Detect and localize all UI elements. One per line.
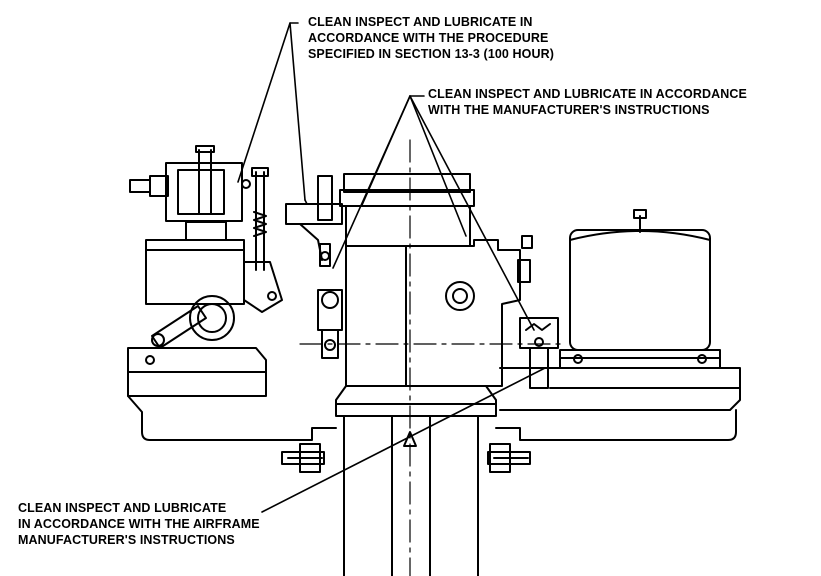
callout-top-line-3: SPECIFIED IN SECTION 13-3 (100 HOUR) bbox=[308, 47, 555, 61]
left-assembly bbox=[127, 145, 283, 397]
callout-bottom-line-1: CLEAN INSPECT AND LUBRICATE bbox=[18, 501, 227, 515]
base-flange bbox=[127, 395, 737, 473]
callout-top-line-1: CLEAN INSPECT AND LUBRICATE IN bbox=[308, 15, 533, 29]
callout-bottom-line-3: MANUFACTURER'S INSTRUCTIONS bbox=[18, 533, 235, 547]
callout-airframe-manufacturer-instructions: CLEAN INSPECT AND LUBRICATE IN ACCORDANC… bbox=[18, 500, 260, 548]
callout-right-line-1: CLEAN INSPECT AND LUBRICATE IN ACCORDANC… bbox=[428, 87, 747, 101]
right-assembly bbox=[499, 209, 741, 411]
callout-manufacturer-instructions: CLEAN INSPECT AND LUBRICATE IN ACCORDANC… bbox=[428, 86, 747, 118]
callout-bottom-line-2: IN ACCORDANCE WITH THE AIRFRAME bbox=[18, 517, 260, 531]
center-body bbox=[285, 139, 561, 576]
leader-lines bbox=[237, 22, 546, 513]
callout-right-line-2: WITH THE MANUFACTURER'S INSTRUCTIONS bbox=[428, 103, 710, 117]
callout-100-hour-procedure: CLEAN INSPECT AND LUBRICATE IN ACCORDANC… bbox=[308, 14, 554, 62]
callout-top-line-2: ACCORDANCE WITH THE PROCEDURE bbox=[308, 31, 549, 45]
